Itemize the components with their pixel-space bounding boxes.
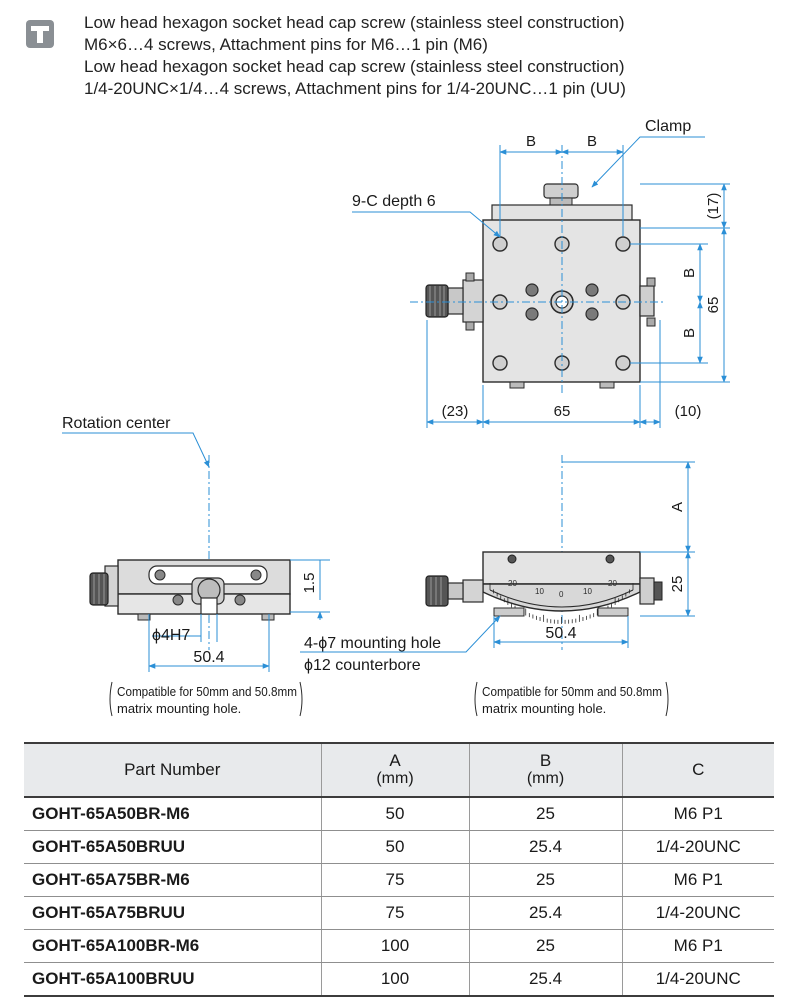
note-line-2: M6×6…4 screws, Attachment pins for M6…1 … [84,35,488,54]
cell-c: M6 P1 [622,929,774,963]
cell-part: GOHT-65A100BR-M6 [24,929,322,963]
spec-table: Part Number A(mm) B(mm) C GOHT-65A50BR-M… [24,742,774,997]
header-a: A(mm) [321,742,470,798]
scale-20-right: 20 [608,579,617,588]
scale-0: 0 [559,590,564,599]
dim-504-left: 50.4 [193,649,224,666]
table-row: GOHT-65A50BR-M6 50 25 M6 P1 [24,797,774,831]
mount-hole-label: 4-ϕ7 mounting hole [304,635,441,652]
cell-b: 25.4 [469,896,623,930]
compat-right-line1: Compatible for 50mm and 50.8mm [482,684,662,699]
phi4h7-label: ϕ4H7 [152,627,190,644]
dim-25-vert: 25 [669,576,686,593]
scale-10-left: 10 [535,587,544,596]
table-row: GOHT-65A50BRUU 50 25.4 1/4-20UNC [24,830,774,864]
cell-part: GOHT-65A100BRUU [24,962,322,997]
dim-b-left: B [526,133,536,150]
dim-b-vert-bottom: B [681,328,698,338]
cell-b: 25 [469,797,623,831]
dim-a: A [669,502,686,512]
table-row: GOHT-65A100BR-M6 100 25 M6 P1 [24,929,774,963]
counterbore-label: ϕ12 counterbore [304,657,421,674]
compat-left-line2: matrix mounting hole. [117,701,241,716]
table-row: GOHT-65A100BRUU 100 25.4 1/4-20UNC [24,962,774,997]
header-part-number: Part Number [24,742,322,798]
cell-a: 75 [321,896,470,930]
cell-b: 25.4 [469,830,623,864]
header-c: C [622,742,774,798]
top-view: B B Clamp 9-C depth 6 (17) B B 65 (23) 6… [352,118,730,428]
cell-part: GOHT-65A75BR-M6 [24,863,322,897]
cell-b: 25.4 [469,962,623,997]
table-header-row: Part Number A(mm) B(mm) C [24,742,774,798]
cell-c: 1/4-20UNC [622,830,774,864]
side-view-right: 20 10 0 10 20 A 25 50.4 4-ϕ7 moun [300,455,695,717]
rotation-center-label: Rotation center [62,415,171,432]
micrometer-knob-icon [425,284,449,318]
note-line-4: 1/4-20UNC×1/4…4 screws, Attachment pins … [84,79,626,98]
right-knob-icon [425,575,449,607]
compat-right-line2: matrix mounting hole. [482,701,606,716]
note-line-1: Low head hexagon socket head cap screw (… [84,13,625,32]
header-b: B(mm) [469,742,623,798]
technical-drawing: B B Clamp 9-C depth 6 (17) B B 65 (23) 6… [62,118,730,717]
cell-c: 1/4-20UNC [622,962,774,997]
dim-b-vert-top: B [681,268,698,278]
dim-65-vert: 65 [705,297,722,314]
table-row: GOHT-65A75BR-M6 75 25 M6 P1 [24,863,774,897]
cell-c: M6 P1 [622,863,774,897]
dim-15: 1.5 [301,573,318,594]
dim-23: (23) [442,403,469,420]
cell-a: 50 [321,797,470,831]
dim-504-right: 50.4 [545,625,576,642]
compat-left-line1: Compatible for 50mm and 50.8mm [117,684,297,699]
dim-10: (10) [675,403,702,420]
table-row: GOHT-65A75BRUU 75 25.4 1/4-20UNC [24,896,774,930]
scale-10-right: 10 [583,587,592,596]
side-view-left: Rotation center ϕ4H7 50.4 1.5 Compatible… [62,415,330,717]
cell-part: GOHT-65A50BRUU [24,830,322,864]
dim-65-horiz: 65 [554,403,571,420]
scale-20-left: 20 [508,579,517,588]
screw-note-icon [26,20,54,48]
cell-c: 1/4-20UNC [622,896,774,930]
cell-part: GOHT-65A75BRUU [24,896,322,930]
holes-label: 9-C depth 6 [352,193,436,210]
note-line-3: Low head hexagon socket head cap screw (… [84,57,625,76]
cell-a: 100 [321,962,470,997]
dim-b-right: B [587,133,597,150]
cell-part: GOHT-65A50BR-M6 [24,797,322,831]
clamp-label: Clamp [645,118,691,135]
cell-a: 50 [321,830,470,864]
cell-c: M6 P1 [622,797,774,831]
cell-a: 75 [321,863,470,897]
cell-b: 25 [469,863,623,897]
cell-b: 25 [469,929,623,963]
dim-17: (17) [705,193,722,220]
cell-a: 100 [321,929,470,963]
